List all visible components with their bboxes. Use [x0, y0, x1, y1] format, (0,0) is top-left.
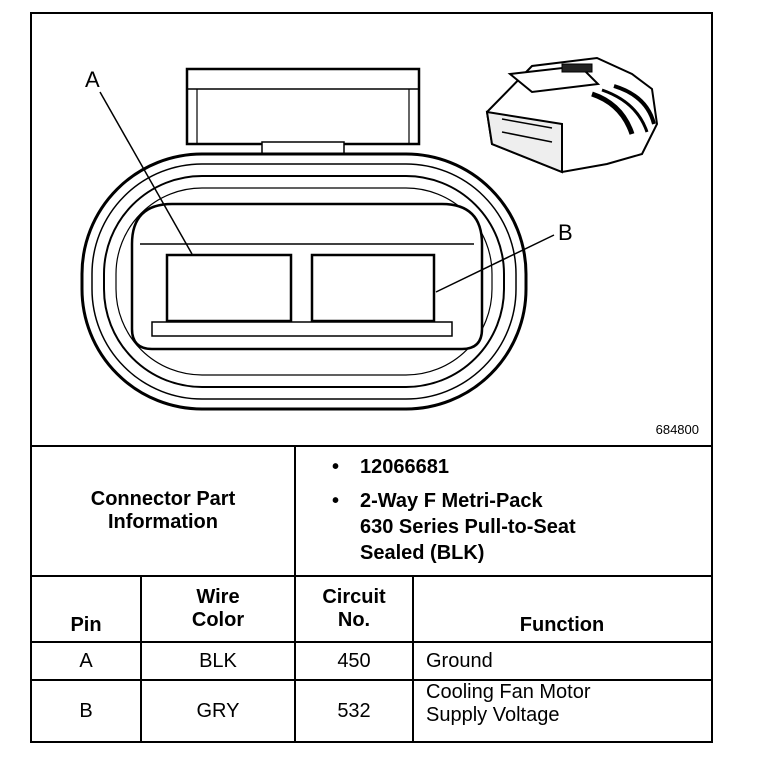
connector-perspective-illustration	[485, 56, 659, 174]
header-wire-color: Wire Color	[191, 586, 245, 631]
header-function: Function	[519, 614, 605, 636]
connector-latch	[185, 67, 421, 146]
connector-part-info-list: • 12066681 • 2-Way F Metri-Pack 630 Seri…	[332, 454, 576, 566]
row-b-wire-color: GRY	[196, 699, 240, 722]
label-a: A	[85, 67, 100, 92]
row-a-circuit: 450	[337, 649, 371, 672]
connector-diagram: A B	[80, 56, 659, 411]
connector-document: A B 684800 Connector Part Information • …	[30, 12, 713, 743]
row-a-pin: A	[79, 649, 93, 672]
separator-line	[32, 445, 711, 447]
header-pin: Pin	[70, 614, 102, 636]
header-circuit-no: Circuit No.	[322, 586, 386, 631]
connector-part-info-label: Connector Part Information	[90, 488, 236, 533]
row-a-wire-color: BLK	[199, 649, 237, 672]
part-number-item: • 12066681	[332, 456, 449, 478]
leader-line-b	[435, 234, 555, 293]
connector-description-item: • 2-Way F Metri-Pack 630 Series Pull-to-…	[332, 490, 576, 564]
row-b-function: Cooling Fan Motor Supply Voltage	[426, 681, 591, 726]
row-b-circuit: 532	[337, 699, 371, 722]
row-a-function: Ground	[426, 649, 493, 672]
label-b: B	[558, 220, 573, 245]
figure-number: 684800	[655, 422, 699, 437]
leader-line-a	[99, 91, 193, 255]
row-b-pin: B	[79, 699, 93, 722]
pin-cavity-a	[165, 253, 293, 323]
pin-cavity-b	[310, 253, 436, 323]
